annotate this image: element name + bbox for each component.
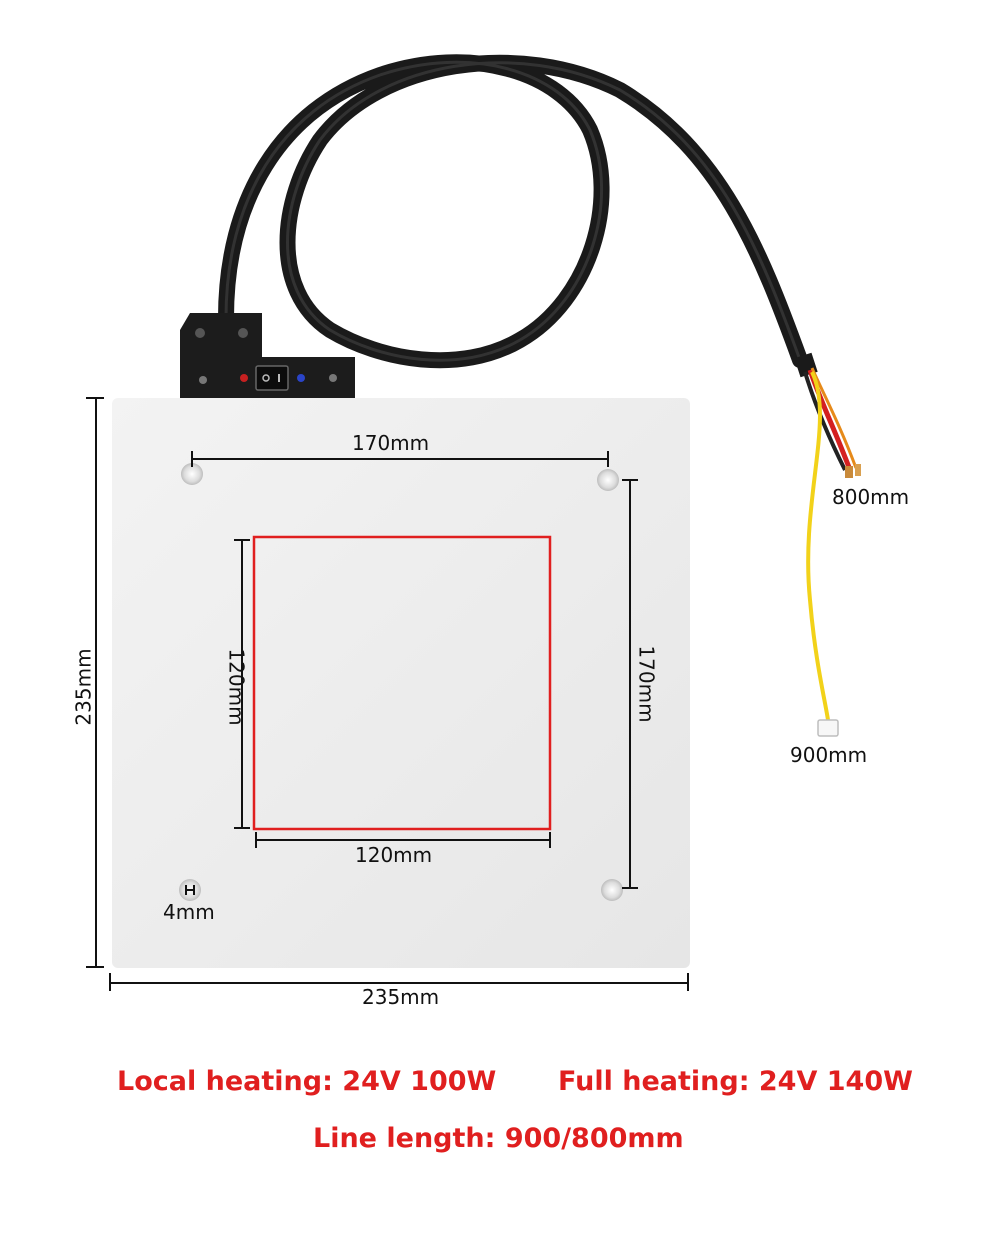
blue-led-icon: [297, 374, 305, 382]
orange-terminal: [855, 464, 861, 476]
switch-off-mark: [262, 374, 270, 382]
red-led-icon: [240, 374, 248, 382]
dim-label-wire-b: 900mm: [790, 743, 868, 767]
screw-icon: [199, 376, 207, 384]
spec-line-length: Line length: 900/800mm: [313, 1123, 684, 1154]
dim-label-zone-height: 120mm: [224, 648, 249, 726]
dim-label-zone-width: 120mm: [355, 843, 433, 867]
dim-label-plate-width: 235mm: [362, 985, 440, 1009]
switch-box: [180, 313, 355, 398]
mount-hole: [601, 879, 623, 901]
power-cable-highlight: [224, 60, 802, 362]
dim-label-hole-spacing-top: 170mm: [352, 431, 430, 455]
screw-icon: [238, 328, 248, 338]
wire-connector: [817, 719, 839, 737]
mount-hole: [597, 469, 619, 491]
spec-full-heating: Full heating: 24V 140W: [558, 1066, 913, 1097]
black-wire: [803, 371, 847, 471]
switch-on-mark: [278, 374, 280, 382]
dim-label-hole-diameter: 4mm: [163, 900, 215, 924]
spec-local-heating: Local heating: 24V 100W: [117, 1066, 497, 1097]
aluminum-plate: [112, 398, 690, 968]
red-terminal: [845, 466, 853, 478]
yellow-wire: [806, 371, 830, 721]
screw-icon: [195, 328, 205, 338]
dim-label-wire-a: 800mm: [832, 485, 910, 509]
mount-hole: [181, 463, 203, 485]
screw-icon: [329, 374, 337, 382]
local-heating-zone: [252, 535, 552, 831]
power-switch: [255, 365, 289, 391]
dim-label-hole-spacing-right: 170mm: [634, 645, 659, 723]
dim-label-plate-height: 235mm: [71, 648, 96, 726]
